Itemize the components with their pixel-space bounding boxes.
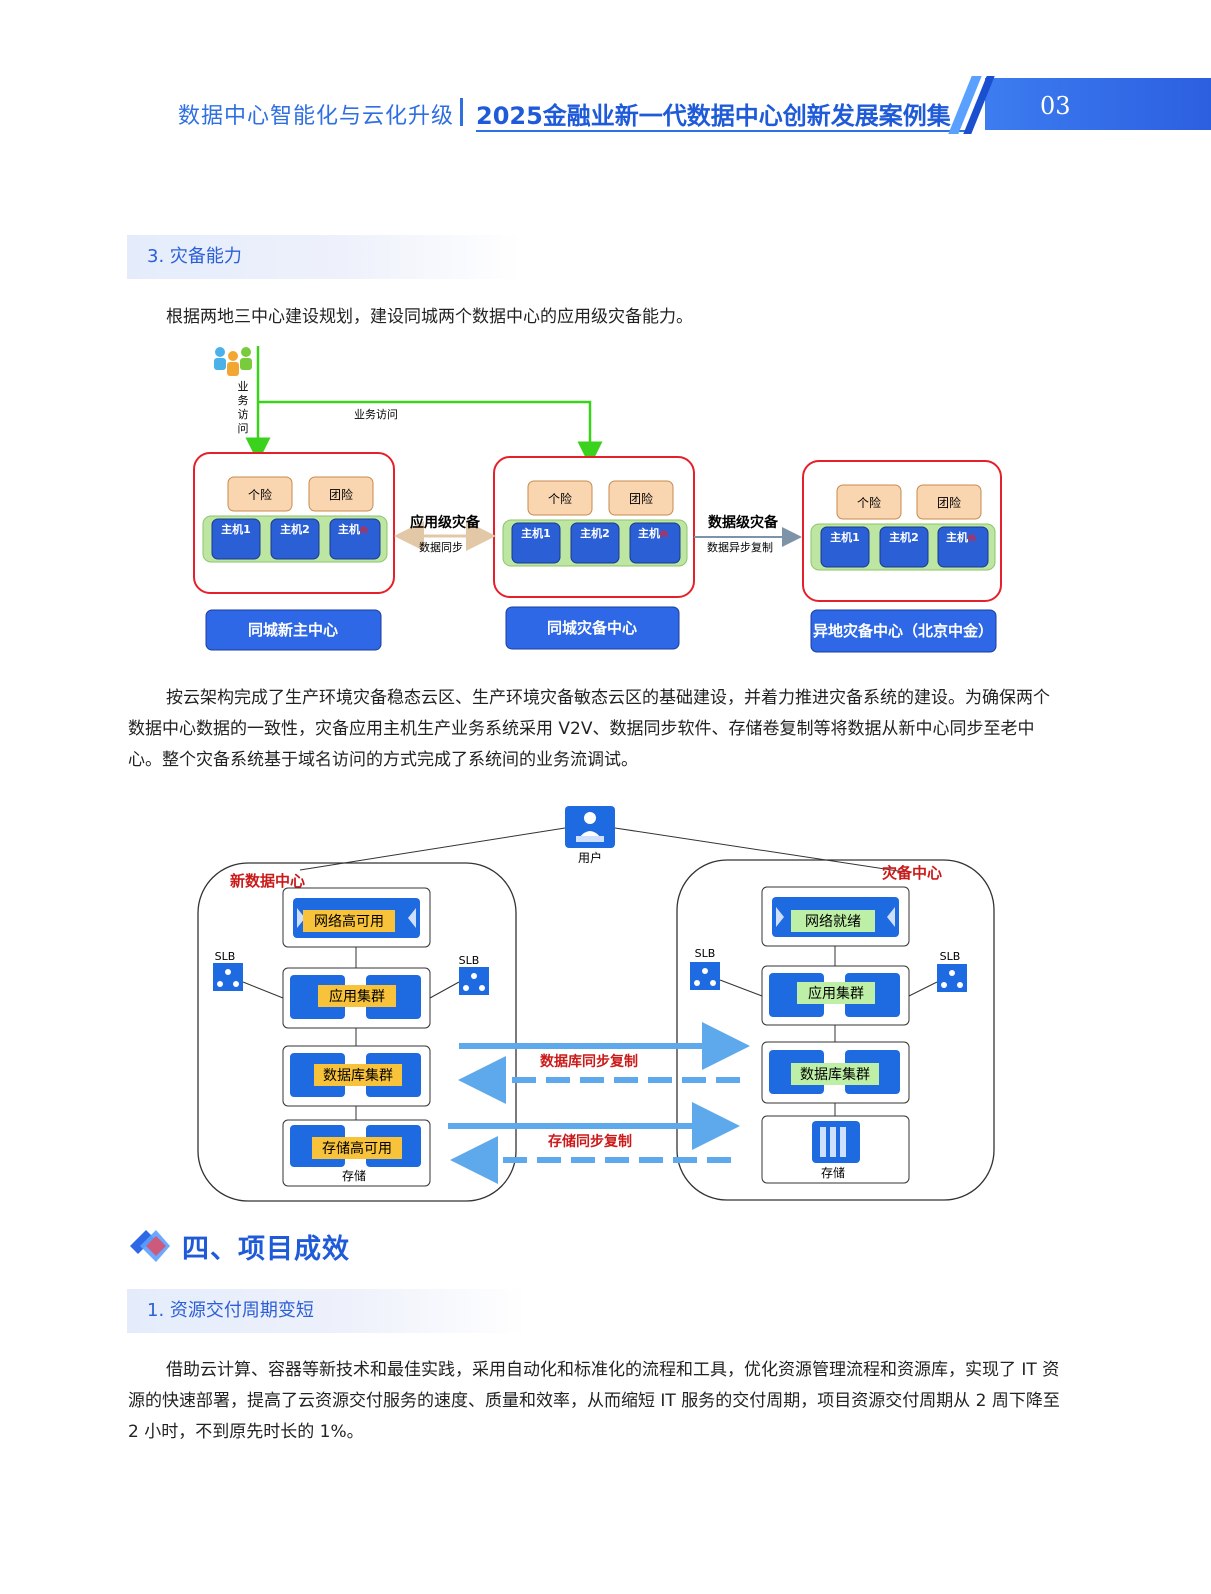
layer-label: 存储高可用 [322, 1140, 392, 1157]
storage-layer: 存储 [761, 1115, 910, 1184]
slb-label: SLB [695, 947, 716, 960]
user-label: 用户 [578, 850, 602, 865]
storage-sync-label: 存储同步复制 [548, 1133, 632, 1150]
network-ha-layer: 网络高可用 [282, 887, 431, 948]
user-icon [565, 806, 615, 848]
layer-label: 网络高可用 [314, 913, 384, 930]
section-body: 借助云计算、容器等新技术和最佳实践，采用自动化和标准化的流程和工具，优化资源管理… [128, 1360, 1060, 1442]
right-datacenter-title: 灾备中心 [882, 864, 942, 882]
left-datacenter-title: 新数据中心 [230, 872, 305, 890]
horizontal-access-label: 业务访问 [354, 408, 398, 421]
center-name: 同城新主中心 [248, 621, 338, 639]
center-box: 个险 团险 主机1 主机2 主机n [193, 452, 395, 594]
storage-ha-layer: 存储高可用 存储 [282, 1119, 431, 1187]
layer-label: 网络就绪 [805, 914, 861, 930]
db-cluster-layer: 数据库集群 [761, 1041, 910, 1104]
header-left-title: 数据中心智能化与云化升级 [178, 104, 455, 129]
slb-label: SLB [940, 950, 961, 963]
access-arrow [258, 400, 603, 467]
section-intro: 根据两地三中心建设规划，建设同城两个数据中心的应用级灾备能力。 [166, 307, 693, 327]
db-sync-label: 数据库同步复制 [540, 1053, 638, 1070]
db-cluster-layer: 数据库集群 [282, 1045, 431, 1107]
storage-label: 存储 [821, 1165, 845, 1180]
connector [908, 981, 938, 997]
box-label: 团险 [329, 487, 353, 502]
box-label: 个险 [248, 487, 272, 502]
host-label: 主机2 [280, 522, 310, 536]
section-heading: 1. 资源交付周期变短 [127, 1289, 527, 1333]
connection-line [614, 827, 906, 873]
link1-title: 应用级灾备 [410, 514, 481, 531]
app-cluster-layer: 应用集群 [282, 967, 431, 1029]
layer-label: 应用集群 [808, 985, 864, 1002]
network-ready-layer: 网络就绪 [761, 886, 910, 947]
disaster-recovery-diagram: 业 务 访 问 业务访问 个险 团险 主机1 主机2 主机n 个险 团险 主机1… [193, 346, 1002, 653]
link1-sub: 数据同步 [419, 540, 463, 554]
link2-title: 数据级灾备 [708, 514, 779, 531]
architecture-diagram: 用户 新数据中心 灾备中心 网络高可用 应用集群 数据库集群 [197, 806, 995, 1202]
center-name: 异地灾备中心（北京中金） [813, 622, 993, 640]
host-label: 主机2 [889, 530, 919, 544]
layer-label: 数据库集群 [800, 1066, 870, 1083]
connector [242, 981, 284, 999]
host-label: 主机1 [521, 526, 551, 540]
box-label: 个险 [548, 491, 572, 506]
vertical-access-label-3: 访 [238, 408, 249, 421]
header-underline [476, 130, 971, 132]
page-number: 03 [1040, 92, 1071, 120]
slb-label: SLB [215, 950, 236, 963]
slb-icon [459, 967, 489, 995]
layer-label: 数据库集群 [323, 1067, 393, 1084]
vertical-access-label-4: 问 [238, 422, 249, 435]
section-big-title: 四、项目成效 [182, 1234, 350, 1265]
layer-label: 应用集群 [329, 988, 385, 1005]
section-heading: 3. 灾备能力 [127, 235, 522, 279]
center-box: 个险 团险 主机1 主机2 主机n [802, 460, 1002, 602]
diamond-icon [130, 1230, 170, 1262]
users-icon [214, 347, 252, 376]
vertical-access-label-2: 务 [238, 394, 249, 407]
header-tab [985, 78, 1211, 130]
host-label: 主机n [338, 522, 368, 536]
link2-sub: 数据异步复制 [707, 540, 773, 554]
header-separator [460, 98, 463, 126]
connection-line [299, 827, 566, 871]
storage-label: 存储 [342, 1168, 366, 1183]
slb-icon [213, 963, 243, 991]
section-body: 按云架构完成了生产环境灾备稳态云区、生产环境灾备敏态云区的基础建设，并着力推进灾… [128, 688, 1050, 770]
connector [719, 979, 763, 997]
host-label: 主机n [946, 530, 976, 544]
left-datacenter-frame [197, 862, 517, 1202]
right-datacenter-frame [676, 859, 995, 1201]
center-box: 个险 团险 主机1 主机2 主机n [493, 456, 695, 598]
vertical-access-label-1: 业 [238, 380, 249, 393]
box-label: 团险 [629, 491, 653, 506]
host-label: 主机n [638, 526, 668, 540]
host-label: 主机2 [580, 526, 610, 540]
app-cluster-layer: 应用集群 [761, 965, 910, 1026]
slb-label: SLB [459, 954, 480, 967]
host-label: 主机1 [221, 522, 251, 536]
box-label: 个险 [857, 495, 881, 510]
connector [429, 981, 460, 999]
center-name: 同城灾备中心 [547, 619, 637, 637]
slb-icon [690, 962, 720, 990]
slb-icon [937, 964, 967, 992]
header-right-title: 2025金融业新一代数据中心创新发展案例集 [476, 102, 951, 130]
box-label: 团险 [937, 495, 961, 510]
host-label: 主机1 [830, 530, 860, 544]
